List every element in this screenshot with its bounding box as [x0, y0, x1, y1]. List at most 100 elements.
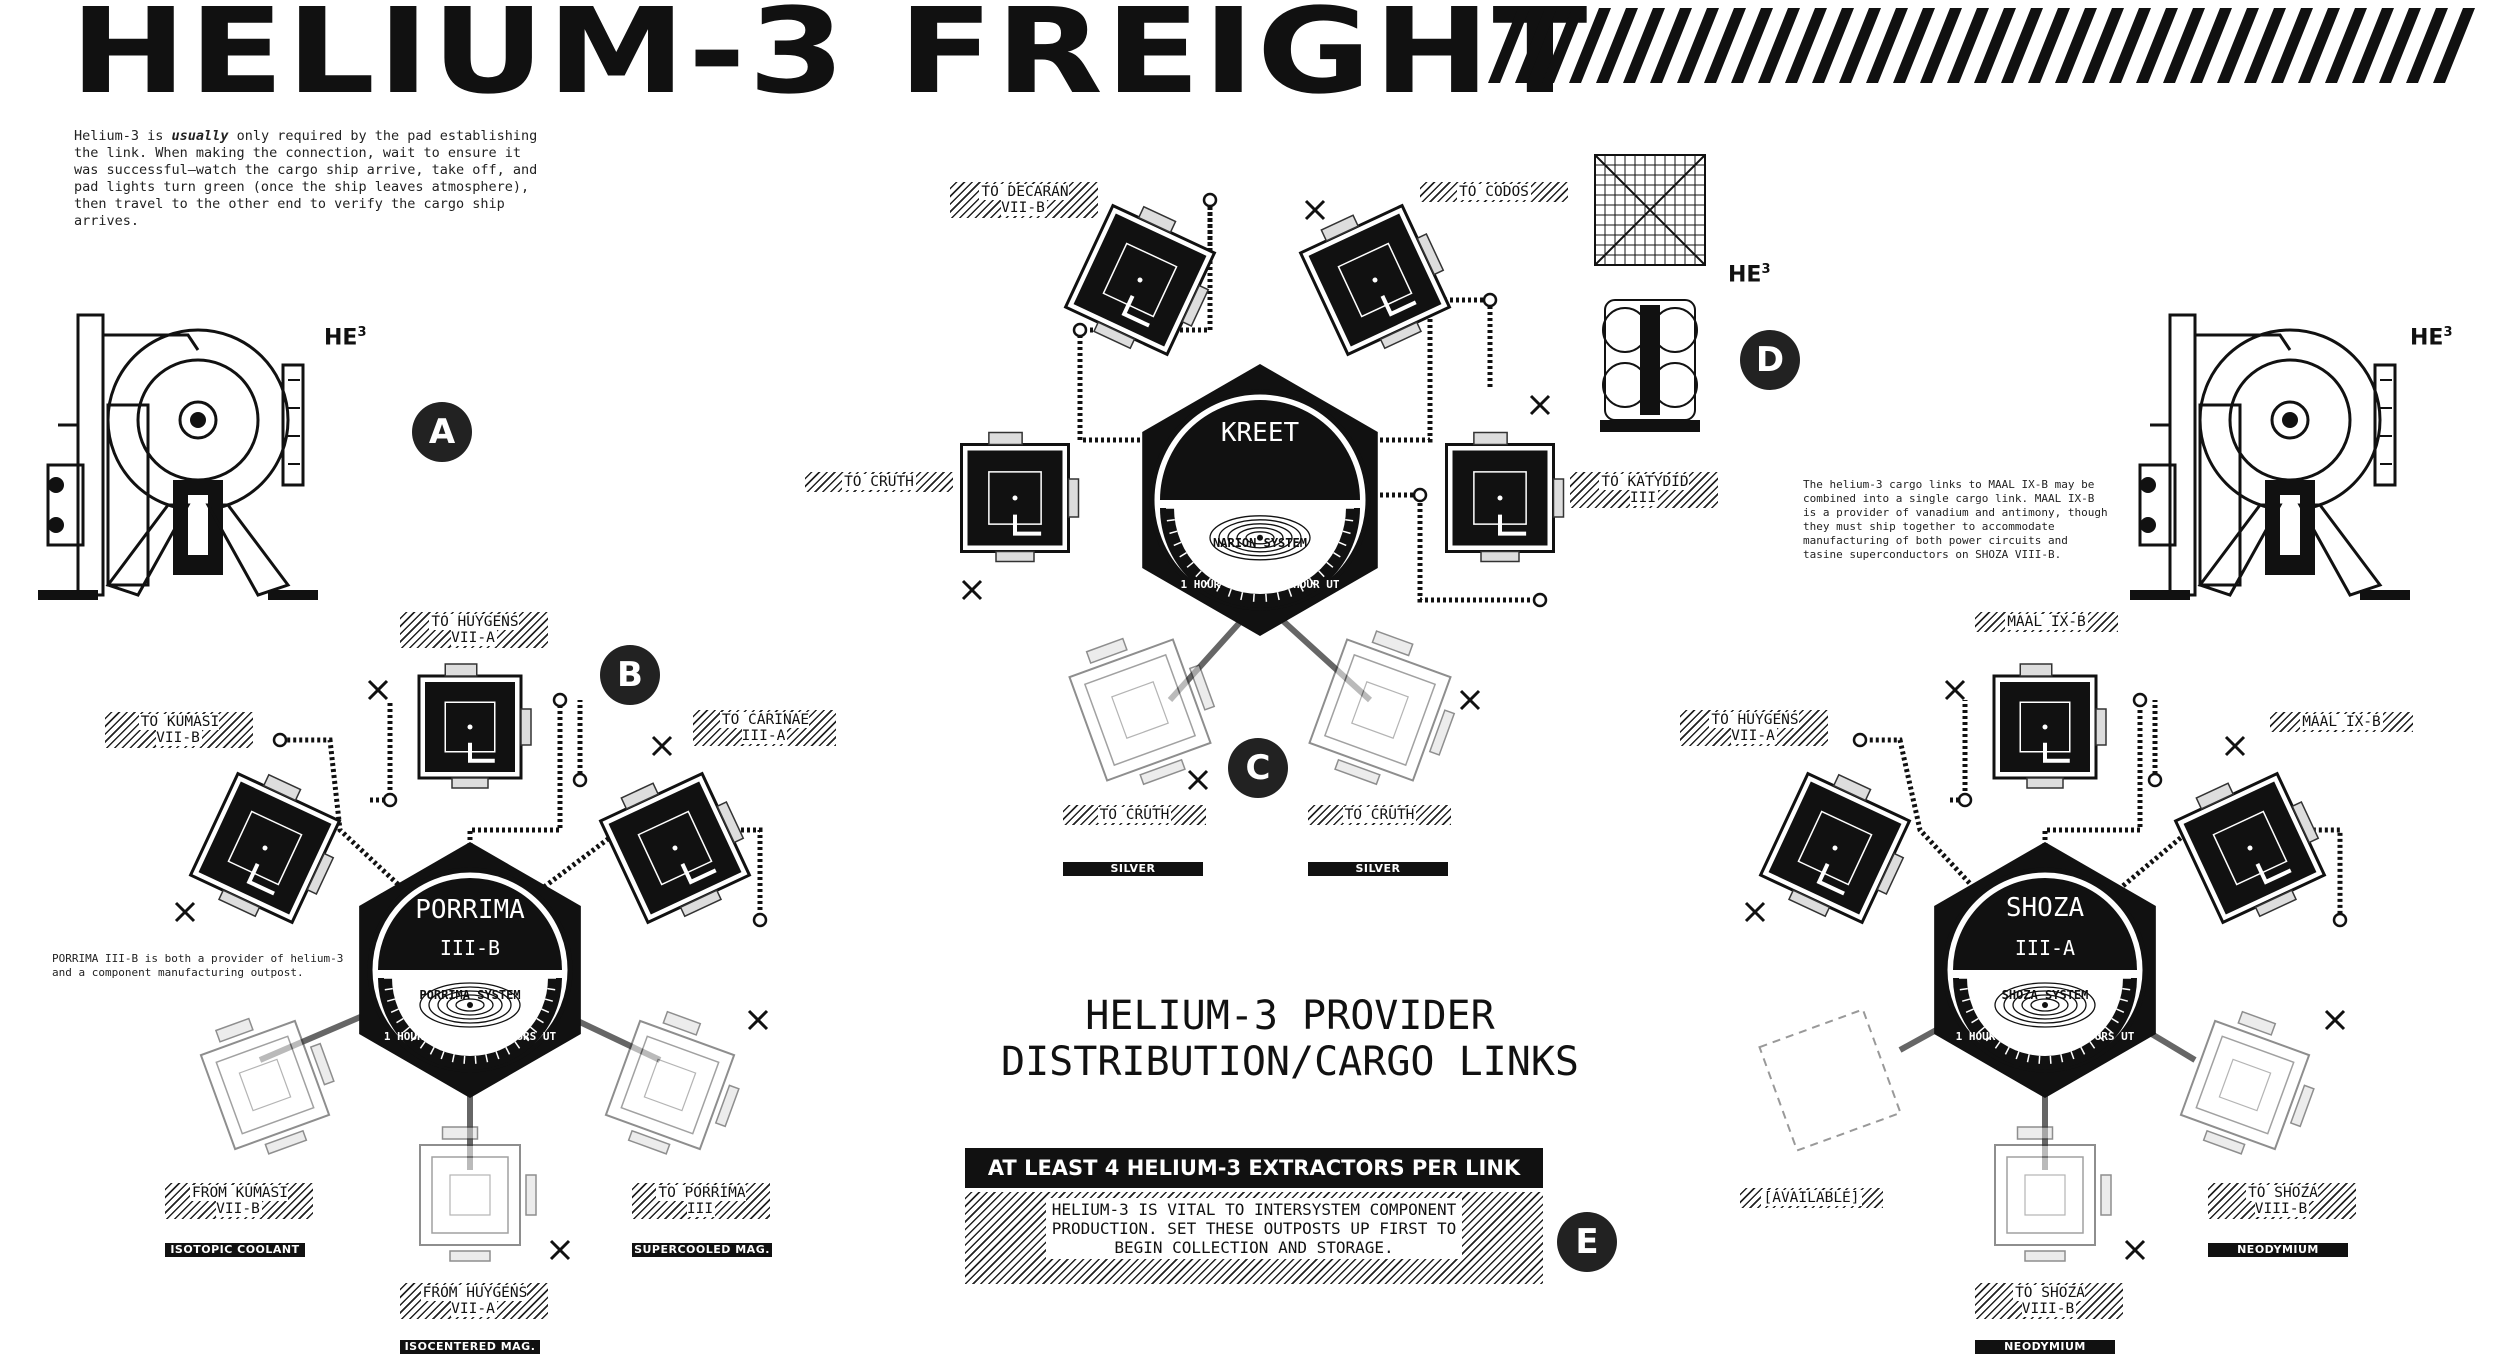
pad-module	[1092, 321, 1136, 350]
pad-center	[2218, 1058, 2272, 1112]
endpoint-x-icon	[2224, 735, 2246, 757]
hub-tick	[1186, 561, 1194, 568]
title-stripe	[1731, 8, 1773, 83]
hub-shoza-name: SHOZA	[2005, 893, 2085, 923]
link-dotted	[467, 700, 563, 960]
hub-top	[1160, 400, 1360, 500]
endpoint-x-icon	[1744, 901, 1766, 923]
label-to-shoza-right: TO SHOZA VIII-B	[2208, 1183, 2356, 1219]
title-stripe	[1812, 8, 1854, 83]
hub-shoza	[1934, 842, 2156, 1098]
pad-module	[1181, 284, 1210, 328]
pad-module	[1371, 630, 1414, 657]
label-from-kumasi: FROM KUMASI VII-B	[165, 1183, 313, 1219]
banner-body: HELIUM-3 IS VITAL TO INTERSYSTEM COMPONE…	[965, 1192, 1543, 1284]
pad-module	[2195, 782, 2235, 810]
pad-module	[1137, 205, 1177, 234]
endpoint-x-icon	[1529, 394, 1551, 416]
title-stripe	[1542, 8, 1584, 83]
pad-outline	[1308, 638, 1452, 782]
hub-star	[1257, 534, 1263, 541]
link-node	[272, 732, 288, 748]
extractor-pump-slot	[2280, 495, 2300, 555]
hub-tick	[402, 1026, 410, 1033]
title-stripe	[1785, 8, 1827, 83]
extractor-base	[38, 590, 98, 600]
pad-arrow	[2255, 863, 2292, 885]
hub-tick	[1318, 570, 1325, 578]
page-title: HELIUM-3 FREIGHT	[70, 0, 1590, 120]
pad-dot	[2247, 845, 2253, 851]
hub-porrima-system: PORRIMA SYSTEM	[419, 988, 521, 1002]
hub-tick	[2122, 987, 2131, 991]
hub-tick	[1205, 577, 1212, 586]
extractor-core	[178, 400, 218, 440]
link-dotted	[2042, 700, 2143, 960]
label-maal-right: MAAL IX-B	[2270, 712, 2413, 732]
label-to-huygens-porrima: TO HUYGENS VII-A	[400, 612, 548, 648]
hub-orbit	[446, 994, 494, 1016]
bar-isocentered-mag: ISOCENTERED MAG.	[400, 1340, 540, 1354]
pad-module	[679, 889, 723, 918]
kreet-pad-top-right	[1298, 203, 1452, 357]
pad-module	[262, 773, 302, 802]
hub-kreet	[1142, 364, 1378, 636]
title-stripe	[2163, 8, 2205, 83]
extractor-pipe	[103, 333, 200, 351]
pad-center	[238, 1058, 292, 1112]
label-available: [AVAILABLE]	[1740, 1188, 1883, 1208]
hub-tick	[1338, 541, 1347, 547]
hub-porrima-name: PORRIMA	[415, 895, 525, 925]
pad-module	[217, 889, 261, 918]
label-to-shoza-bottom: TO SHOZA VIII-B	[1975, 1283, 2123, 1319]
banner-body-text: HELIUM-3 IS VITAL TO INTERSYSTEM COMPONE…	[1045, 1198, 1463, 1259]
hub-tick	[514, 1041, 521, 1049]
hub-bottom-inner	[1967, 978, 2123, 1056]
endpoint-x-icon	[549, 1239, 571, 1261]
pad-dot	[1372, 277, 1378, 283]
pad-module	[525, 1174, 537, 1216]
porrima-note: PORRIMA III-B is both a provider of heli…	[52, 952, 344, 979]
label-to-huygens-shoza: TO HUYGENS VII-A	[1680, 710, 1828, 746]
hub-star	[2042, 1002, 2048, 1008]
hub-orbit	[1994, 982, 2096, 1028]
hub-tick	[2070, 1051, 2075, 1060]
hub-tick	[463, 1055, 466, 1064]
intro-note: Helium-3 is usually only required by the…	[74, 128, 538, 229]
hub-tick	[536, 1017, 544, 1024]
hub-tick	[1342, 530, 1351, 535]
endpoint-x-icon	[1459, 689, 1481, 711]
label-to-cruth-b: TO CRUTH	[1308, 805, 1451, 825]
hub-tick	[544, 998, 554, 1002]
link-dotted	[1380, 492, 1540, 603]
pad-dot	[672, 845, 678, 851]
pad-module	[1480, 550, 1520, 563]
hub-orbit	[455, 998, 485, 1012]
porrima-pad-left	[188, 771, 342, 925]
pad-center	[1111, 681, 1169, 739]
kreet-pad-bottom-left	[1068, 637, 1216, 786]
bar-neodymium-a: NEODYMIUM	[1975, 1340, 2115, 1354]
hub-tick	[1298, 584, 1304, 592]
shoza-pad-bottom-right	[2179, 1010, 2315, 1155]
link-node	[382, 792, 398, 808]
hub-tick	[1179, 552, 1187, 558]
title-stripe	[2325, 8, 2367, 83]
hub-tick	[2119, 998, 2129, 1002]
pad-arrow	[1121, 295, 1150, 328]
label-to-carinae: TO CARINAE III-A	[693, 710, 836, 746]
pad-arrow	[1380, 295, 1417, 317]
link-dotted	[280, 737, 422, 907]
title-stripe	[2190, 8, 2232, 83]
pad-grid-frame	[1594, 154, 1706, 266]
title-stripe	[2271, 8, 2313, 83]
link-node	[572, 772, 588, 788]
link-node	[1482, 292, 1498, 308]
hub-tick	[2026, 1054, 2030, 1063]
hub-kreet-name: KREET	[1220, 418, 1300, 448]
hub-porrima-sub: III-B	[439, 936, 501, 960]
pad-center	[643, 1058, 697, 1112]
pad-module	[2289, 1084, 2315, 1128]
